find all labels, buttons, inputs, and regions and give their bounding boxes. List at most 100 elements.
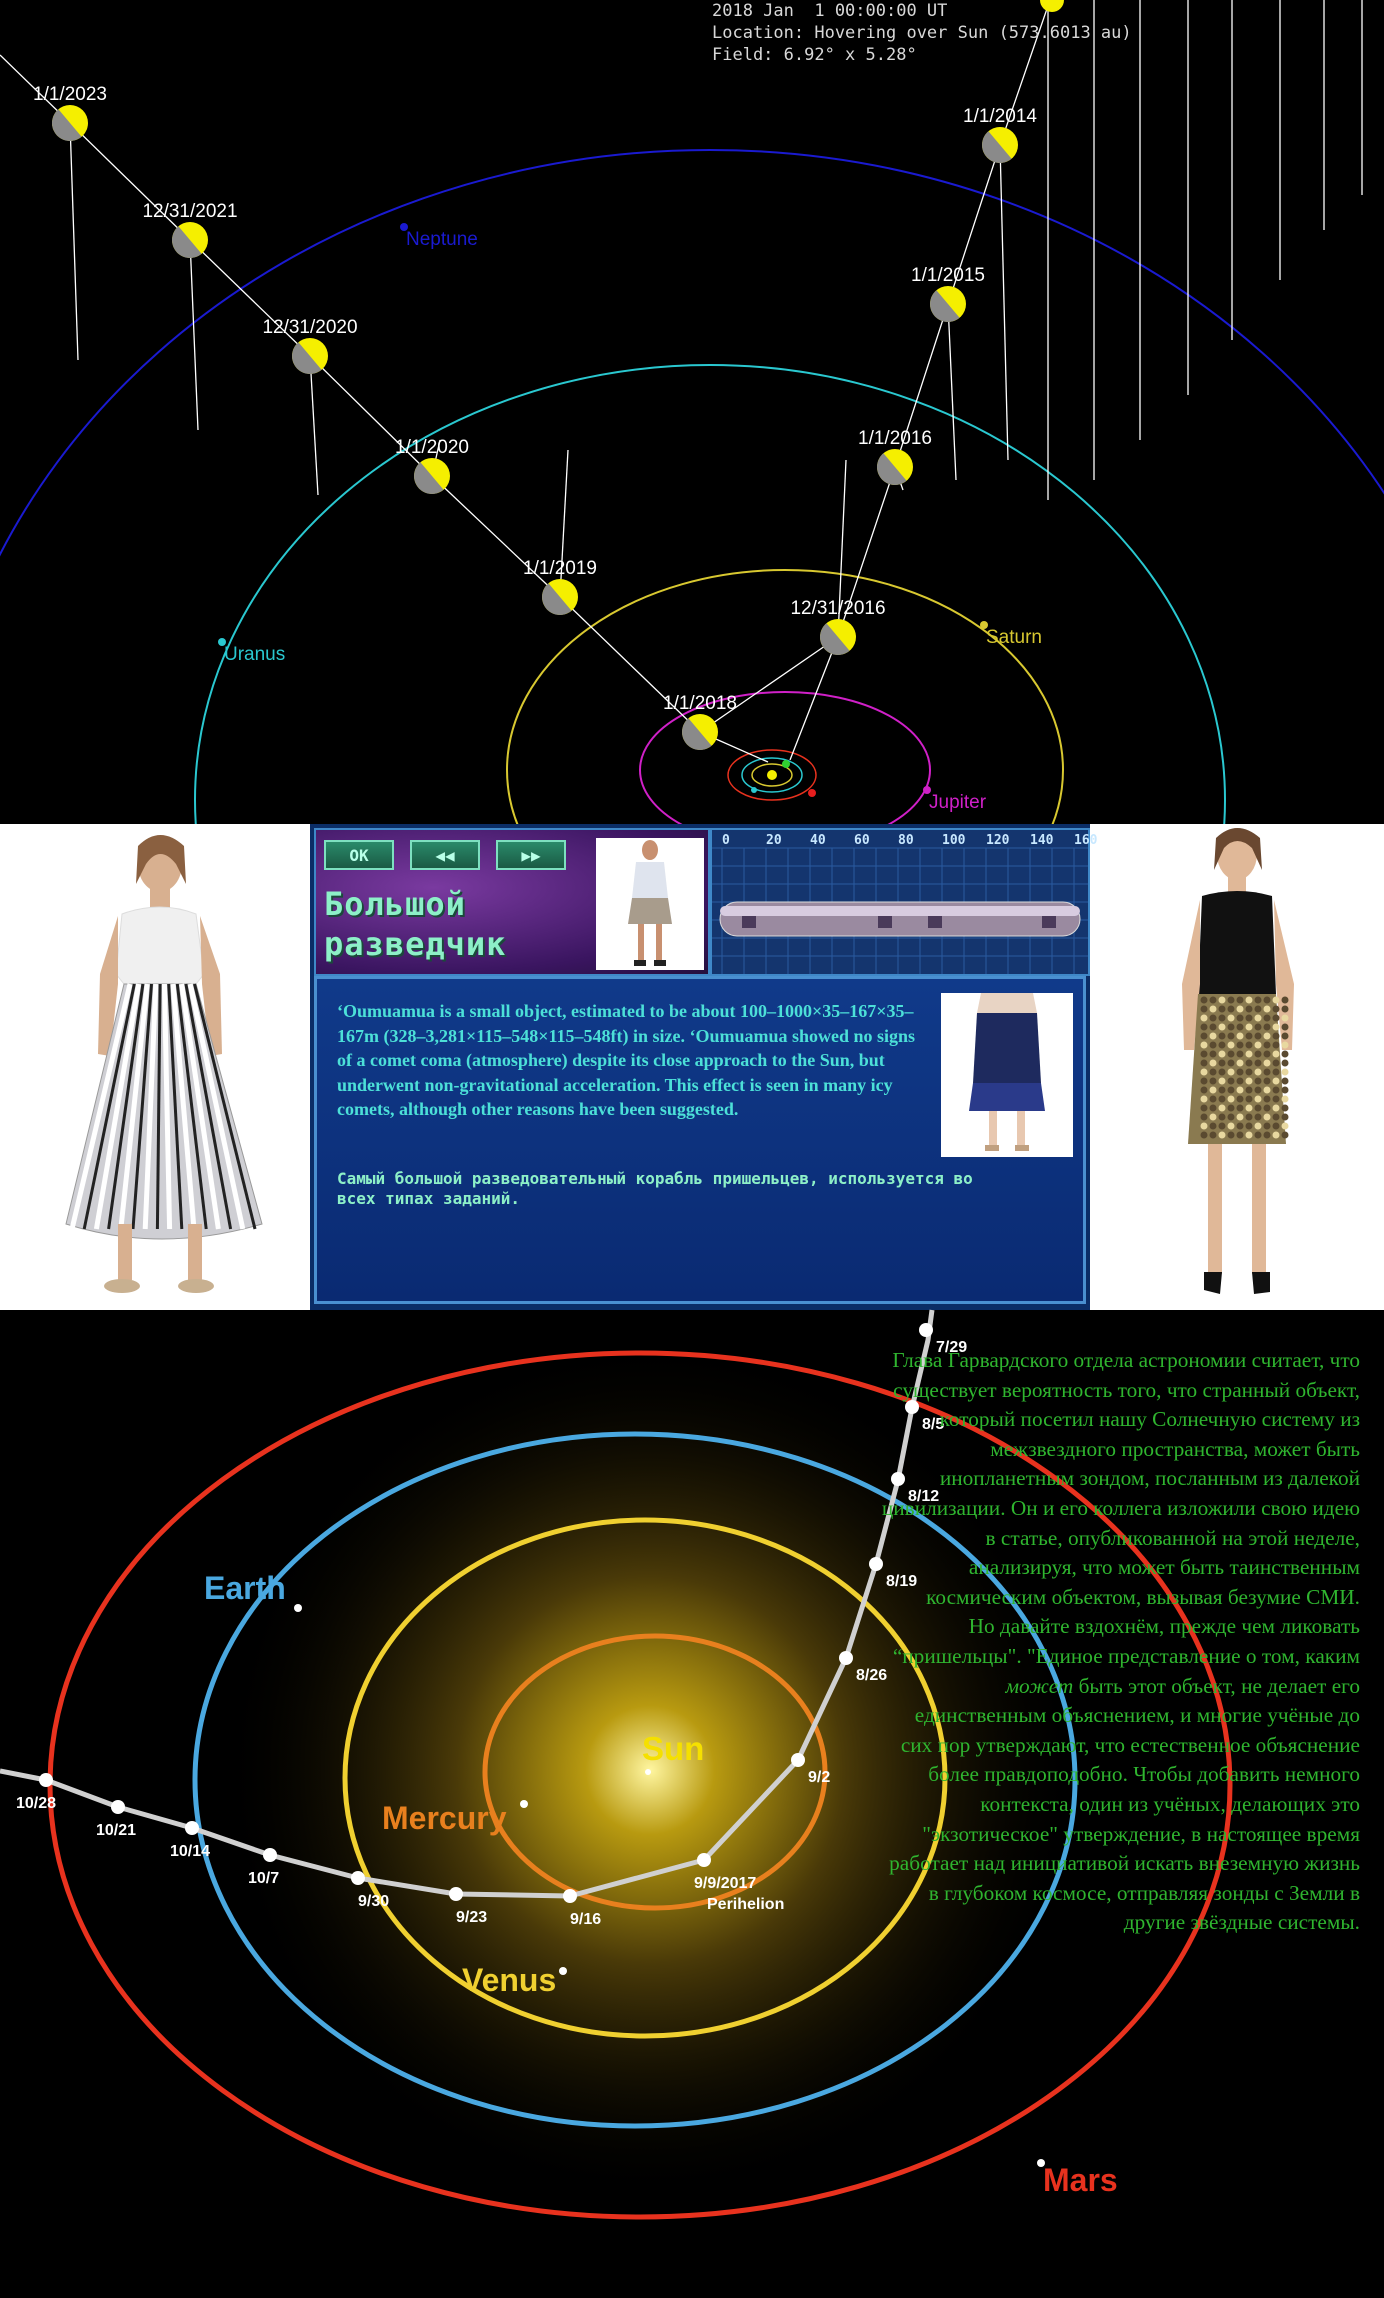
venus-position [559,1967,567,1975]
ship-module [1042,916,1056,928]
article-paragraph-1: Глава Гарвардского отдела астрономии счи… [881,1348,1360,1609]
article-paragraph-2: Но давайте вздохнём, прежде чем ликовать… [880,1612,1360,1938]
date-marker [877,449,913,485]
path-date-label: 9/23 [456,1909,487,1926]
forward-button[interactable]: ▶▶ [496,840,566,870]
path-date-label: 10/21 [96,1822,136,1839]
path-date-dot [563,1889,577,1903]
sim-readout-field: Field: 6.92° x 5.28° [712,45,917,65]
date-label: 12/31/2021 [142,201,237,222]
drop-line [309,355,319,496]
model-photo-left [65,835,263,1293]
mercury-label: Mercury [382,1800,507,1836]
date-label: 1/1/2023 [33,84,107,105]
inner-planet-red [808,789,816,797]
model-photo-right [1182,828,1294,1294]
path-date-label: 9/2 [808,1769,830,1786]
path-date-dot [869,1557,883,1571]
trajectory: 1/1/2023 12/31/2021 12/31/2020 1/1/2020 1/1/… [0,0,1363,813]
path-date-dot [919,1323,933,1337]
description-en: ‘Oumuamua is a small object, estimated t… [337,1001,916,1119]
planet-dot [980,621,988,629]
planet-dot [400,223,408,231]
date-marker [292,338,328,374]
trajectory-link [789,636,839,761]
ship-title-line1: Большой [324,885,466,923]
planet-label: Saturn [986,627,1042,648]
date-label: 1/1/2018 [663,693,737,714]
sim-readout-location: Location: Hovering over Sun (573.6013 au… [712,23,1132,43]
date-marker [172,222,208,258]
path-date-dot [449,1887,463,1901]
orbit-view: 1/1/2023 12/31/2021 12/31/2020 1/1/2020 1/1/… [0,0,1384,1531]
venus-label: Venus [462,1962,557,1998]
article-p2-end: быть этот объект, не делает его единстве… [889,1673,1360,1935]
date-label: 1/1/2020 [395,437,469,458]
path-date-dot [263,1848,277,1862]
ship-module [742,916,756,928]
ok-button[interactable]: OK [324,840,394,870]
model-thumbnail-top [596,838,704,970]
path-dates: 7/298/58/128/198/269/29/9/20179/169/239/… [16,1323,967,1928]
scale-tick: 60 [854,833,870,848]
path-date-dot [111,1800,125,1814]
scale-tick: 160 [1074,833,1098,848]
drop-line [999,144,1009,461]
inner-orbit-earth [741,757,803,793]
date-marker [1040,0,1064,12]
drop-line [947,303,957,481]
scale-tick: 100 [942,833,966,848]
drop-line [189,239,199,431]
date-label: 1/1/2014 [963,106,1037,127]
sun-dot [645,1769,651,1775]
planet-label: Jupiter [929,792,987,813]
venus-orbit [342,1517,948,2039]
date-label: 12/31/2020 [262,317,357,338]
inner-orbit-venus [751,763,793,787]
planet-dot [218,638,226,646]
path-date-dot [185,1821,199,1835]
path-date-label: 10/7 [248,1870,279,1887]
date-label: 1/1/2019 [523,558,597,579]
scale-tick: 40 [810,833,826,848]
mars-label: Mars [1043,2162,1118,2198]
rewind-button[interactable]: ◀◀ [410,840,480,870]
path-date-label: 7/29 [936,1339,967,1356]
planet-label: Uranus [224,644,285,665]
inner-planet-cyan [751,787,757,793]
date-marker [982,127,1018,163]
description-panel: ‘Oumuamua is a small object, estimated t… [314,976,1086,1304]
oumuamua-path [0,1309,935,1899]
date-marker [414,458,450,494]
path-date-dot [839,1651,853,1665]
path-date-label: 8/5 [922,1416,944,1433]
path-date-label: 8/19 [886,1573,917,1590]
path-date-label: 8/12 [908,1488,939,1505]
mercury-orbit [482,1633,828,1911]
scale-tick: 20 [766,833,782,848]
solar-system-simulation: 1/1/2023 12/31/2021 12/31/2020 1/1/2020 1/1/… [0,0,1384,1531]
path-date-dot [351,1871,365,1885]
path-date-label: 9/16 [570,1911,601,1928]
path-date-dot [905,1400,919,1414]
path-date-label: 8/26 [856,1667,887,1684]
scale-tick: 0 [722,833,730,848]
path-date-dot [891,1472,905,1486]
date-label: 1/1/2016 [858,428,932,449]
scale-tick: 140 [1030,833,1054,848]
date-marker [820,619,856,655]
sun-label: Sun [642,1730,705,1767]
planet-dot [923,786,931,794]
model-thumbnail-bottom [941,993,1073,1157]
perihelion-label: Perihelion [707,1896,785,1913]
mars-position [1037,2159,1045,2167]
orbit-diagram: 7/298/58/128/198/269/29/9/20179/169/239/… [0,1309,1233,2220]
scale-tick: 120 [986,833,1010,848]
